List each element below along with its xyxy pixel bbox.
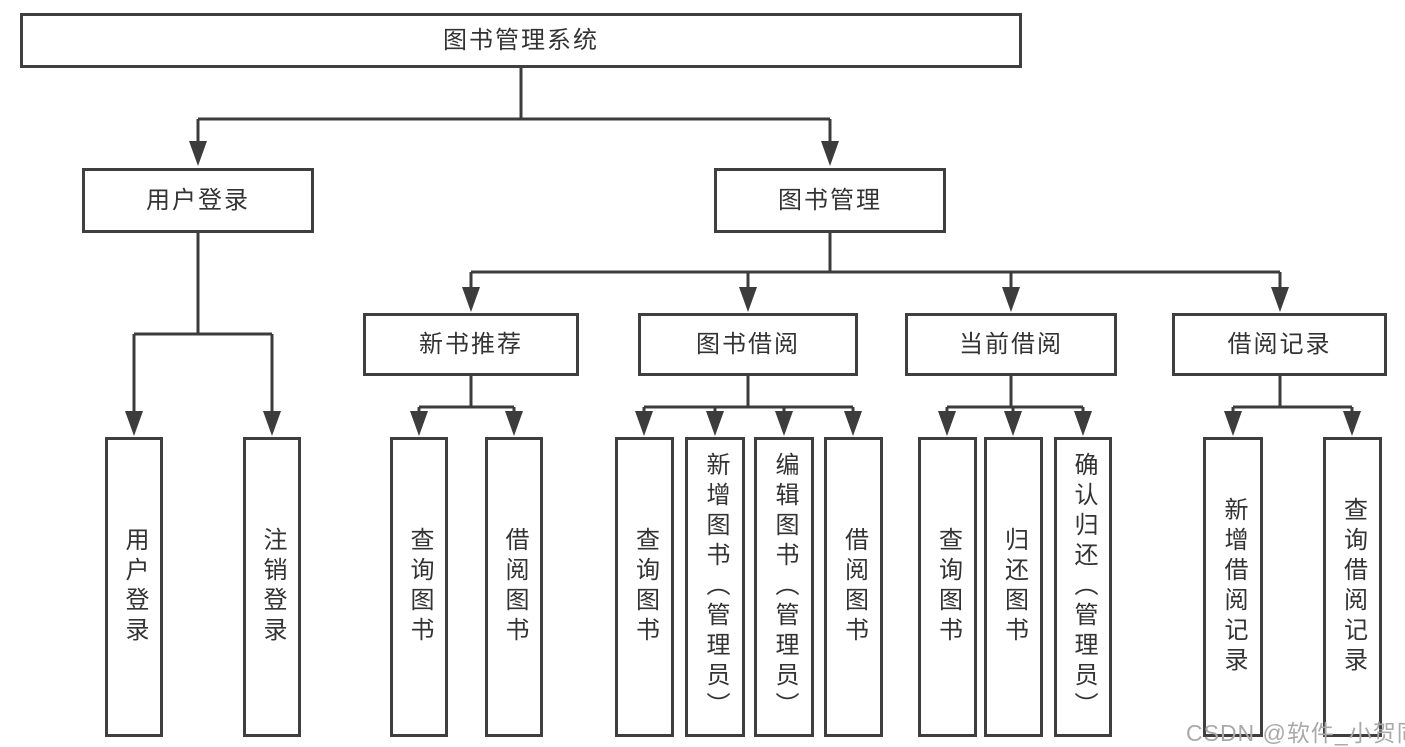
csdn-watermark: CSDN @软件_小贺同学 <box>1186 720 1405 746</box>
node-user-login-module: 用户登录 <box>82 168 314 233</box>
node-leaf-query-books-borrowing: 查询图书 <box>615 437 674 737</box>
connector-user-login-children <box>125 233 281 436</box>
connector-new-books-children <box>410 376 523 436</box>
node-new-book-recommendation: 新书推荐 <box>363 313 579 376</box>
node-book-management-module: 图书管理 <box>714 168 946 233</box>
connector-root-to-level2 <box>189 68 839 166</box>
node-leaf-query-books-recommend: 查询图书 <box>390 437 448 737</box>
node-leaf-borrow-books-recommend: 借阅图书 <box>485 437 543 737</box>
node-leaf-borrow-books: 借阅图书 <box>824 437 883 737</box>
node-leaf-edit-books-admin: 编辑图书（管理员） <box>754 437 814 737</box>
node-current-borrowing: 当前借阅 <box>905 313 1117 376</box>
connector-borrow-records-children <box>1224 376 1361 436</box>
connector-book-mgmt-children <box>462 233 1289 312</box>
node-leaf-confirm-return-admin: 确认归还（管理员） <box>1054 437 1112 737</box>
node-leaf-query-borrow-record: 查询借阅记录 <box>1323 437 1382 737</box>
connector-book-borrow-children <box>635 376 862 436</box>
node-leaf-add-books-admin: 新增图书（管理员） <box>685 437 745 737</box>
node-leaf-add-borrow-record: 新增借阅记录 <box>1203 437 1263 737</box>
node-book-borrowing: 图书借阅 <box>638 313 858 376</box>
node-leaf-query-books-current: 查询图书 <box>918 437 977 737</box>
node-leaf-logout: 注销登录 <box>243 437 301 737</box>
node-borrowing-records: 借阅记录 <box>1172 313 1387 376</box>
node-library-management-system: 图书管理系统 <box>20 13 1022 68</box>
node-leaf-return-books: 归还图书 <box>984 437 1043 737</box>
connector-current-borrow-children <box>938 376 1092 436</box>
node-leaf-user-login: 用户登录 <box>105 437 163 737</box>
